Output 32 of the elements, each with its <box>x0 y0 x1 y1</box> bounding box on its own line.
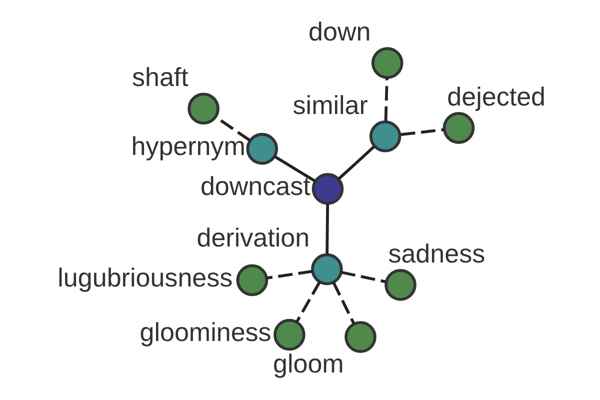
node-label: similar <box>292 90 368 120</box>
node-circle <box>442 112 474 144</box>
connector <box>325 204 329 255</box>
node-circle <box>368 120 401 152</box>
node-label: down <box>308 16 370 46</box>
node-label: lugubriousness <box>57 262 232 293</box>
connector <box>294 281 320 323</box>
node-label: sadness <box>388 238 485 268</box>
node-circle <box>246 132 278 165</box>
node-circle <box>310 253 342 286</box>
connector <box>400 128 444 136</box>
connector <box>214 116 250 142</box>
node-label: gloom <box>272 348 344 378</box>
connector <box>340 270 386 284</box>
connector <box>384 77 388 121</box>
node-circle <box>370 47 403 79</box>
node-label: downcast <box>200 171 310 202</box>
connector <box>266 270 312 280</box>
connector <box>337 145 375 180</box>
connector <box>332 282 355 325</box>
connector <box>273 155 316 182</box>
node-circle <box>311 172 344 205</box>
node-circle <box>236 264 268 296</box>
node-circle <box>384 269 416 301</box>
node-circle <box>273 318 305 351</box>
node-circle <box>344 321 376 353</box>
node-label: derivation <box>196 222 310 253</box>
node-label: hypernym <box>130 131 245 162</box>
node-label: dejected <box>446 81 546 112</box>
node-circle <box>187 92 219 125</box>
node-label: shaft <box>131 62 188 92</box>
node-label: gloominess <box>139 317 271 348</box>
